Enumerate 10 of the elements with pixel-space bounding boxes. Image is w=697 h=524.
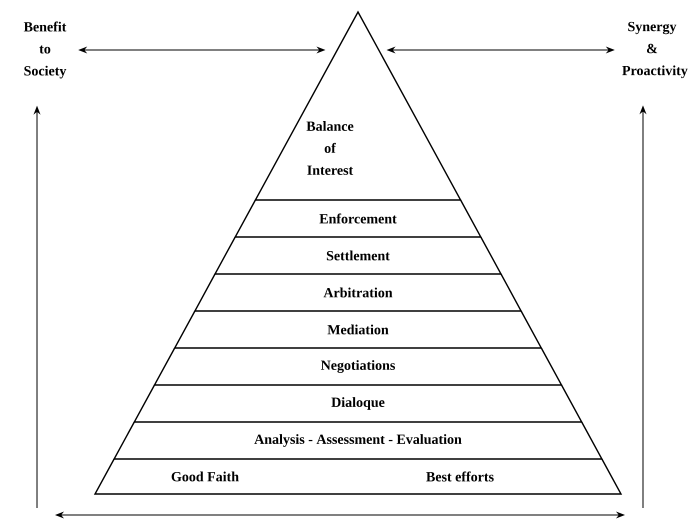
pyramid-band: Mediation <box>174 310 542 349</box>
side-label: Synergy & Proactivity <box>622 22 688 78</box>
pyramid-band: Enforcement <box>234 200 482 238</box>
pyramid-band: Good Faith Best efforts <box>94 458 622 495</box>
pyramid-band: Arbitration <box>194 274 522 312</box>
pyramid-band: Dialoque <box>133 384 583 423</box>
pyramid-band: Negotiations <box>153 348 563 386</box>
pyramid-band: Analysis - Assessment - Evaluation <box>112 422 604 460</box>
pyramid-band: Settlement <box>214 236 502 275</box>
side-label: Benefit to Society <box>24 22 66 78</box>
